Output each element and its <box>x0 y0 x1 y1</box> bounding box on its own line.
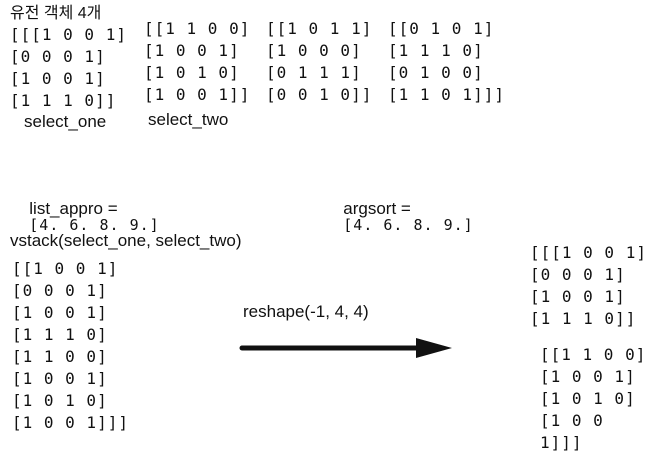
matrix-row: [1 0 0 0] <box>266 41 362 60</box>
matrix-row: [1 0 0 1]] <box>144 85 251 104</box>
select-one-label: select_one <box>24 112 107 131</box>
select-two-label: select_two <box>148 110 229 129</box>
right-arrow-icon <box>239 338 452 358</box>
matrix-row: [1 0 0 1] <box>12 303 108 322</box>
page-title: 유전 객체 4개 <box>10 5 102 22</box>
matrix-row: [1 0 1 0] <box>540 389 636 408</box>
matrix-row: [1 1 1 0] <box>12 325 108 344</box>
matrix-row: [0 0 1 0]] <box>266 85 373 104</box>
reshape-block-two: [[1 1 0 0] [1 0 0 1] [1 0 1 0] [1 0 0 1]… <box>540 344 656 452</box>
vstack-label: vstack(select_one, select_two) <box>10 231 242 250</box>
vstack-matrix: [[1 0 0 1] [0 0 0 1] [1 0 0 1] [1 1 1 0]… <box>12 258 129 434</box>
matrix-row: [0 1 0 0] <box>388 63 484 82</box>
matrix-row: [1 0 0 1] <box>530 287 626 306</box>
matrix-row: [[1 1 0 0] <box>144 19 251 38</box>
list-appro-value: [4. 6. 8. 9.] <box>29 216 160 234</box>
matrix-2: [[1 1 0 0] [1 0 0 1] [1 0 1 0] [1 0 0 1]… <box>144 18 250 106</box>
matrix-row: [1 0 0 1] <box>12 369 108 388</box>
matrix-row: [1 0 0 1]]] <box>540 411 604 452</box>
matrix-row: [1 0 0 1]]] <box>12 413 129 432</box>
matrix-row: [[1 1 0 0] <box>540 345 647 364</box>
argsort-line: argsort = [4. 6. 8. 9.] <box>324 184 474 233</box>
matrix-row: [1 0 1 0] <box>12 391 108 410</box>
matrix-row: [0 1 1 1] <box>266 63 362 82</box>
argsort-label: argsort = <box>343 199 411 218</box>
matrix-row: [1 1 1 0]] <box>10 91 117 110</box>
matrix-row: [[[1 0 0 1] <box>530 243 647 262</box>
matrix-row: [0 0 0 1] <box>12 281 108 300</box>
reshape-block-one: [[[1 0 0 1] [0 0 0 1] [1 0 0 1] [1 1 1 0… <box>530 242 647 330</box>
matrix-row: [1 0 0 1] <box>540 367 636 386</box>
matrix-row: [1 0 0 1] <box>144 41 240 60</box>
argsort-value: [4. 6. 8. 9.] <box>343 216 474 234</box>
matrix-4: [[0 1 0 1] [1 1 1 0] [0 1 0 0] [1 1 0 1]… <box>388 18 505 106</box>
matrix-row: [1 0 1 0] <box>144 63 240 82</box>
list-appro-line: list_appro = [4. 6. 8. 9.] <box>10 184 160 233</box>
matrix-row: [1 1 0 1]]] <box>388 85 505 104</box>
matrix-row: [0 0 0 1] <box>10 47 106 66</box>
matrix-row: [[0 1 0 1] <box>388 19 495 38</box>
matrix-row: [[[1 0 0 1] <box>10 25 127 44</box>
matrix-row: [[1 0 1 1] <box>266 19 373 38</box>
matrix-row: [1 1 1 0]] <box>530 309 637 328</box>
matrix-row: [[1 0 0 1] <box>12 259 119 278</box>
reshape-label: reshape(-1, 4, 4) <box>243 302 369 321</box>
matrix-3: [[1 0 1 1] [1 0 0 0] [0 1 1 1] [0 0 1 0]… <box>266 18 372 106</box>
matrix-row: [0 0 0 1] <box>530 265 626 284</box>
list-appro-label: list_appro = <box>29 199 118 218</box>
matrix-1: [[[1 0 0 1] [0 0 0 1] [1 0 0 1] [1 1 1 0… <box>10 24 127 112</box>
matrix-row: [1 0 0 1] <box>10 69 106 88</box>
matrix-row: [1 1 1 0] <box>388 41 484 60</box>
matrix-row: [1 1 0 0] <box>12 347 108 366</box>
